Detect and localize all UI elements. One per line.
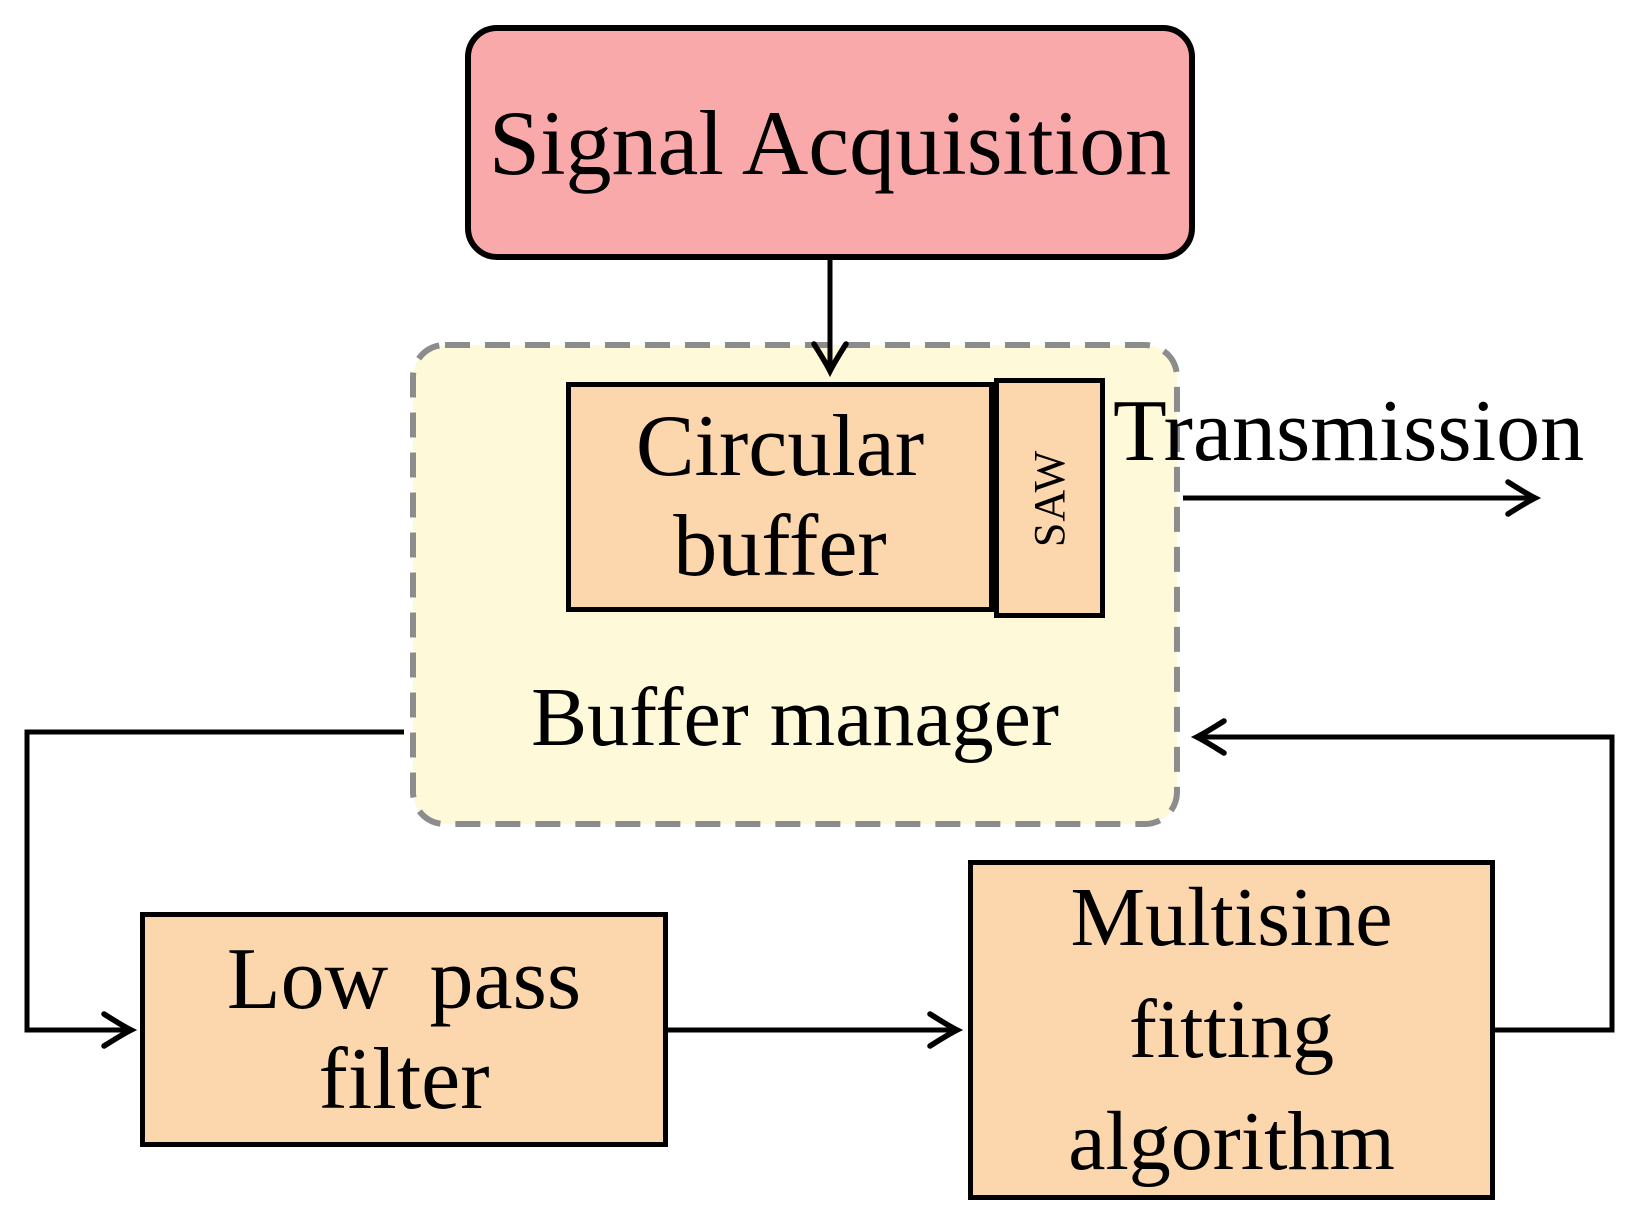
arrow-multisine-to-buffer [1190, 718, 1615, 1033]
saw-node: SAW [994, 378, 1105, 618]
circular-buffer-node: Circular buffer [566, 382, 994, 612]
signal-acquisition-node: Signal Acquisition [465, 25, 1195, 260]
multisine-fitting-node: Multisine fitting algorithm [968, 860, 1495, 1200]
arrow-buffer-to-lowpass [24, 729, 404, 1049]
buffer-manager-label: Buffer manager [531, 671, 1059, 764]
low-pass-filter-label: Low pass filter [226, 930, 582, 1128]
multisine-fitting-label: Multisine fitting algorithm [1068, 871, 1395, 1188]
signal-acquisition-label: Signal Acquisition [488, 91, 1172, 194]
low-pass-filter-node: Low pass filter [140, 912, 668, 1147]
saw-label: SAW [1024, 449, 1074, 547]
transmission-label: Transmission [1113, 383, 1585, 480]
circular-buffer-label: Circular buffer [635, 398, 925, 595]
